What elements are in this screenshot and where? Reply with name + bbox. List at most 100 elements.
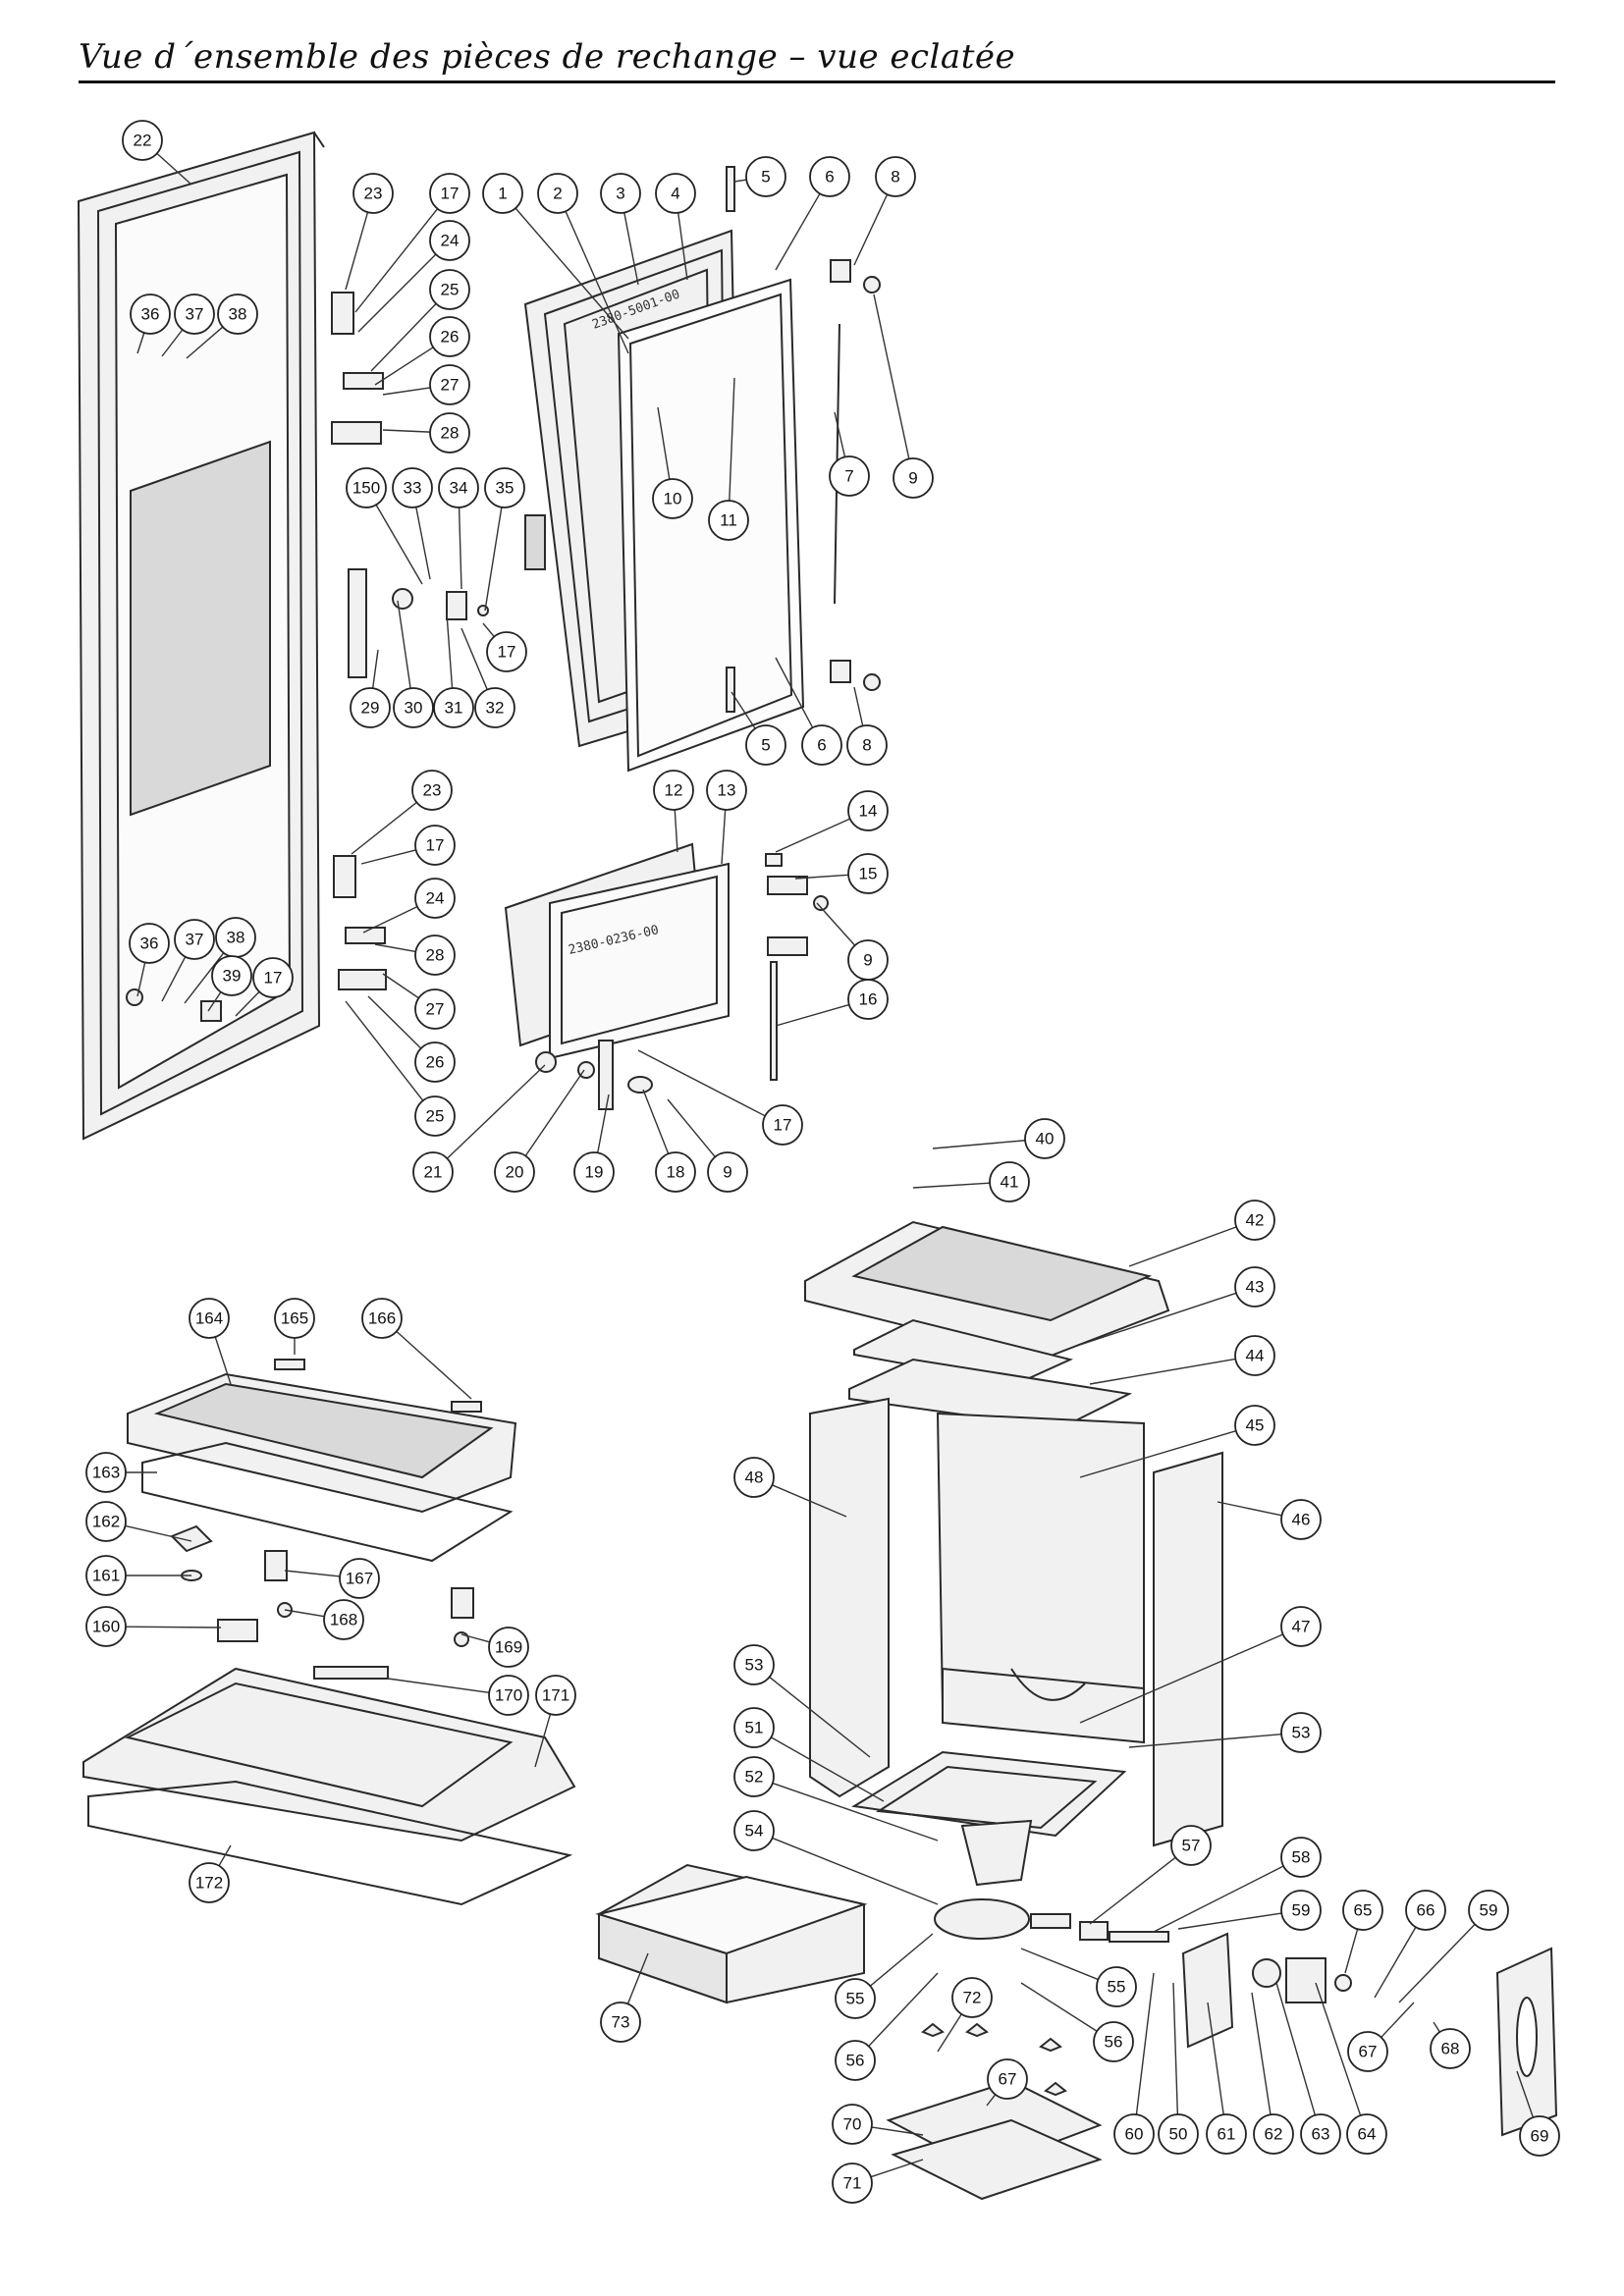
leader-line [460,627,488,690]
callout-23: 23 [352,173,394,214]
leader-line [1153,1865,1284,1933]
callout-161: 161 [85,1555,127,1596]
stove-body [804,1220,1223,1847]
leader-line [1089,1358,1236,1385]
callout-circle [1234,1200,1275,1241]
callout-number: 7 [844,467,853,486]
callout-circle [537,173,578,214]
callout-circle [122,120,163,161]
callout-number: 56 [846,2052,865,2070]
callout-circle [762,1104,803,1146]
callout-number: 160 [92,1618,120,1636]
callout-7: 7 [829,455,870,497]
callout-number: 30 [405,699,423,718]
callout-68: 68 [1430,2028,1471,2069]
callout-67: 67 [987,2058,1028,2100]
callout-72: 72 [951,1977,993,2018]
callout-number: 39 [223,967,242,986]
leader-line [186,326,224,359]
callout-number: 62 [1265,2125,1283,2144]
callout-number: 27 [426,1000,445,1019]
callout-8: 8 [846,724,888,766]
callout-number: 36 [140,934,159,953]
leader-line [382,387,431,396]
callout-67: 67 [1347,2031,1388,2072]
callout-number: 4 [671,185,679,203]
callout-circle [174,919,215,960]
callout-17: 17 [486,631,527,672]
leader-line [868,1972,939,2047]
callout-number: 71 [843,2174,862,2193]
callout-number: 26 [441,328,460,347]
callout-number: 2 [553,185,562,203]
callout-circle [835,1978,876,2019]
callout-circle [1468,1890,1509,1931]
leader-line [1251,1992,1272,2115]
callout-circle [846,724,888,766]
callout-5: 5 [745,724,786,766]
callout-50: 50 [1158,2113,1199,2155]
callout-circle [189,1298,230,1339]
callout-48: 48 [733,1457,775,1498]
leader-line [1398,1923,1476,2003]
callout-65: 65 [1342,1890,1383,1931]
callout-circle [600,2002,641,2043]
callout-circle [733,1457,775,1498]
callout-number: 33 [404,479,422,498]
callout-number: 63 [1312,2125,1330,2144]
callout-41: 41 [989,1161,1030,1202]
callout-number: 11 [720,511,737,530]
callout-circle [1234,1405,1275,1446]
callout-69: 69 [1519,2115,1560,2157]
callout-160: 160 [85,1606,127,1647]
leader-line [1374,1926,1417,1999]
leader-line [1315,1982,1362,2116]
leader-line [235,990,260,1017]
callout-35: 35 [484,467,525,508]
callout-circle [847,790,889,831]
callout-number: 162 [92,1513,120,1531]
callout-circle [486,631,527,672]
callout-59: 59 [1468,1890,1509,1931]
callout-43: 43 [1234,1266,1275,1308]
leader-line [853,193,889,266]
callout-17: 17 [429,173,470,214]
callout-circle [653,770,694,811]
bottom-plates [886,2022,1103,2201]
callout-circle [1158,2113,1199,2155]
callout-circle [414,825,456,866]
callout-circle [433,687,474,728]
callout-166: 166 [361,1298,403,1339]
callout-number: 41 [1001,1173,1019,1192]
door-assembly [77,131,325,1141]
callout-number: 170 [495,1686,522,1705]
callout-circle [801,724,842,766]
callout-circle [429,173,470,214]
callout-number: 26 [426,1053,445,1072]
callout-number: 21 [424,1163,443,1182]
callout-172: 172 [189,1862,230,1903]
callout-number: 167 [346,1570,373,1588]
leader-line [458,507,462,590]
callout-163: 163 [85,1452,127,1493]
callout-number: 37 [186,305,204,324]
callout-number: 164 [195,1309,223,1328]
callout-6: 6 [809,156,850,197]
leader-line [284,1609,325,1618]
callout-number: 59 [1480,1901,1498,1920]
callout-number: 27 [441,376,460,395]
callout-number: 36 [141,305,160,324]
callout-circle [707,1151,748,1193]
callout-number: 58 [1292,1848,1311,1867]
callout-number: 8 [862,736,871,755]
leader-line [1128,1734,1282,1748]
callout-circle [211,955,252,996]
callout-58: 58 [1280,1837,1322,1878]
leader-line [387,1678,490,1693]
callout-circle [733,1644,775,1685]
callout-16: 16 [847,979,889,1020]
callout-circle [835,2040,876,2081]
callout-number: 9 [723,1163,731,1182]
callout-number: 28 [426,946,445,965]
